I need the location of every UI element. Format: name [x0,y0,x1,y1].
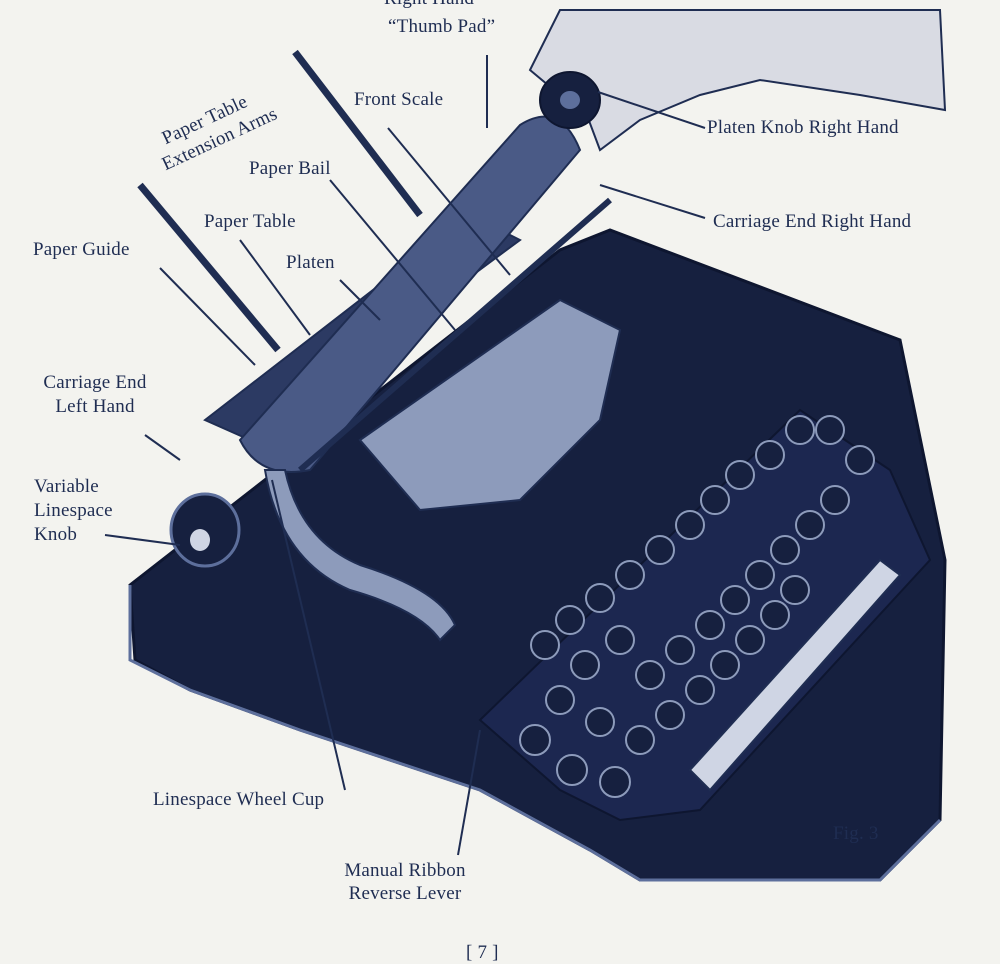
key-row-1 [519,724,631,798]
label-thumb-pad-top: Right Hand [384,0,474,10]
linespace-knob-left [169,492,241,568]
extension-arm-right [292,49,423,218]
label-platen: Platen [286,252,335,273]
linespace-knob-hub [190,529,210,551]
label-linespace-knob-1: Variable [34,476,99,497]
label-ribbon-lever-2: Reverse Lever [348,883,462,904]
label-ribbon-lever-1: Manual Ribbon [344,860,466,881]
label-front-scale: Front Scale [354,89,444,110]
figure-caption: Fig. 3 [833,823,879,844]
label-carriage-end-left-2: Left Hand [55,396,135,417]
label-paper-guide: Paper Guide [33,239,130,260]
space-bar [688,558,902,792]
carriage-rail [298,197,612,473]
label-linespace-knob-2: Linespace [34,500,113,521]
label-carriage-end-left-1: Carriage End [43,372,147,393]
label-linespace-wheel-cup: Linespace Wheel Cup [153,789,325,810]
typebar-basket [358,298,622,512]
platen-knob-hub [560,91,580,109]
label-platen-knob: Platen Knob Right Hand [707,117,899,138]
label-paper-bail: Paper Bail [249,158,331,179]
label-thumb-pad: “Thumb Pad” [388,16,496,37]
key-row-2 [545,575,810,755]
extension-arm-left [137,182,281,353]
page-number: [ 7 ] [466,942,499,963]
label-linespace-knob-3: Knob [34,524,78,545]
key-row-4 [530,415,875,660]
base-front-rim [128,585,942,882]
key-row-3 [570,485,850,690]
label-paper-table: Paper Table [204,211,296,232]
leader-lines [104,55,706,856]
ribbon-reverse-lever [263,469,457,642]
platen-cylinder [238,115,582,473]
label-carriage-end-right: Carriage End Right Hand [713,211,912,232]
